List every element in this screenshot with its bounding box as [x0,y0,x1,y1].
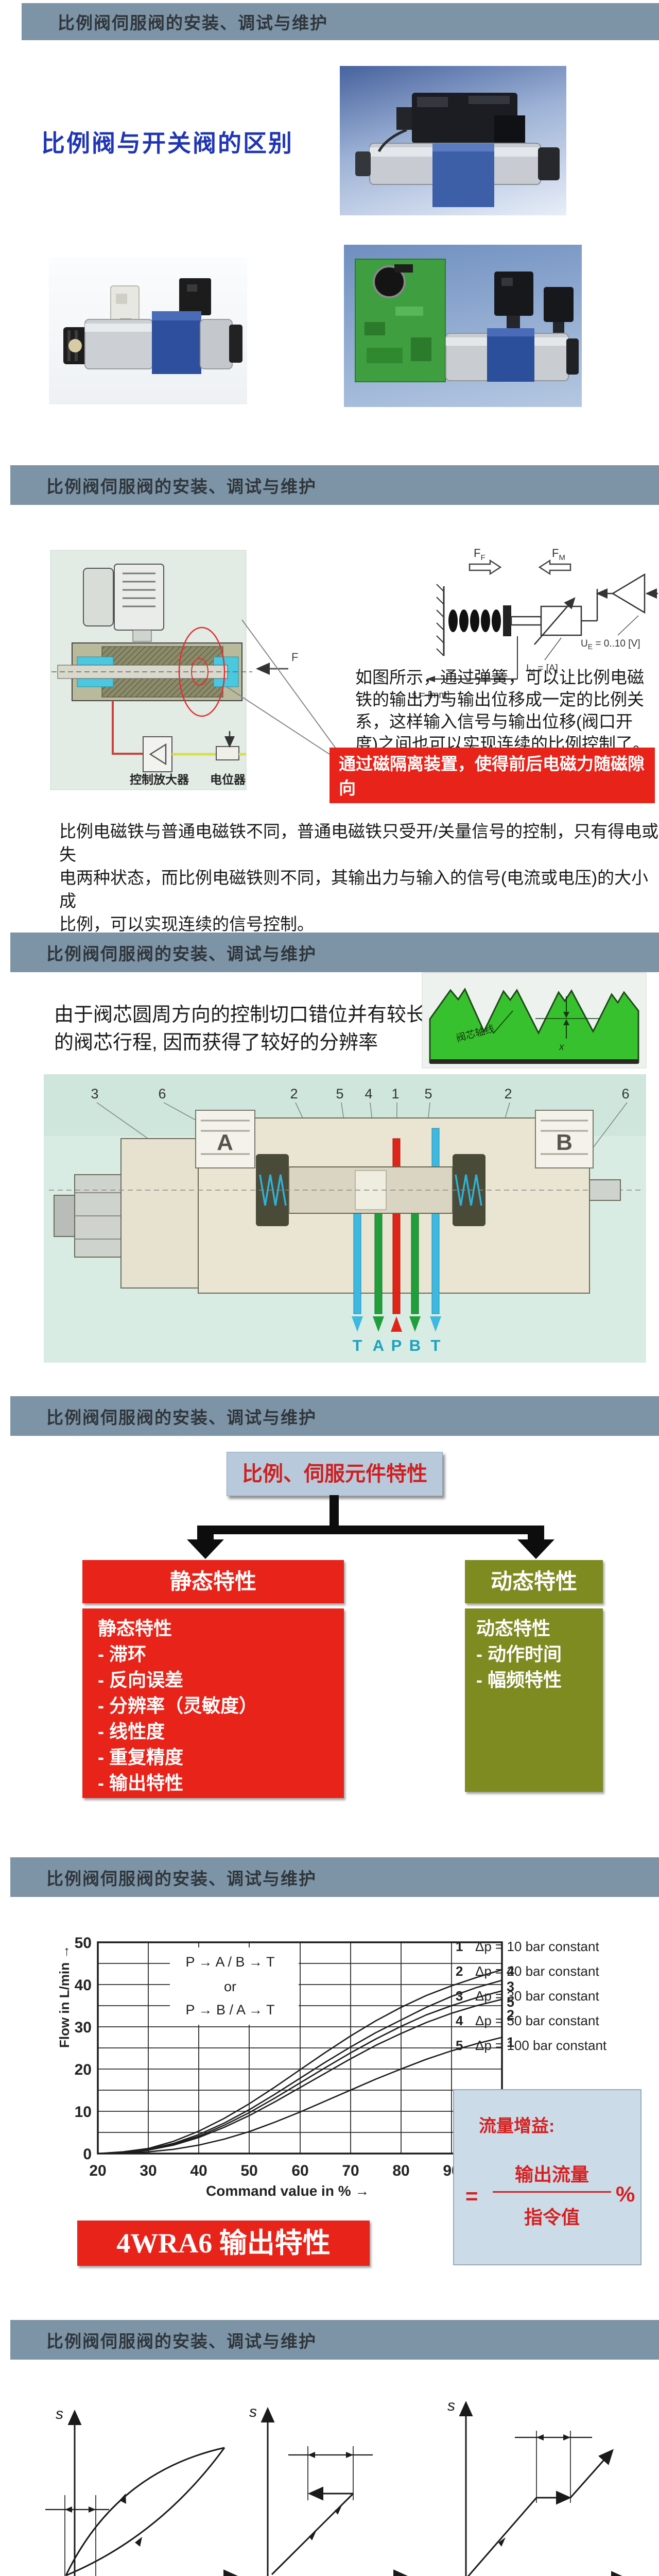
svg-text:P → A / B → T: P → A / B → T [185,1954,274,1970]
svg-text:T: T [431,1336,441,1354]
header-title: 比例阀伺服阀的安装、调试与维护 [46,1869,317,1888]
svg-text:A: A [373,1336,384,1354]
slide-4: 比例阀伺服阀的安装、调试与维护 比例、伺服元件特性 静态特性 静态特性 - 滞环… [0,1396,659,1857]
x-tick: 30 [140,2162,157,2179]
slide-title-bar: 比例阀伺服阀的安装、调试与维护 [10,933,659,972]
svg-text:5: 5 [424,1086,432,1101]
page-title: 比例阀与开关阀的区别 [41,130,293,157]
y-tick: 10 [74,2104,92,2121]
svg-text:电位器: 电位器 [210,773,246,786]
svg-text:x: x [559,1042,565,1053]
header-title: 比例阀伺服阀的安装、调试与维护 [46,1408,317,1427]
resolution-text: 由于阀芯圆周方向的控制切口错位并有较长 的阀芯行程, 因而获得了较好的分辨率 [54,1004,426,1054]
svg-text:2: 2 [290,1086,298,1101]
svg-text:s: s [249,2403,257,2420]
svg-text:B: B [409,1336,421,1354]
y-tick: 0 [83,2146,92,2163]
svg-text:FF: FF [474,547,485,562]
svg-text:P → B / A → T: P → B / A → T [185,2002,274,2018]
svg-text:B: B [556,1130,573,1155]
header-title: 比例阀伺服阀的安装、调试与维护 [46,2331,317,2351]
dynamic-title-box: 动态特性 [465,1560,603,1603]
header-title: 比例阀伺服阀的安装、调试与维护 [58,13,328,32]
header-title: 比例阀伺服阀的安装、调试与维护 [46,944,317,963]
proportional-explain-text: 如图所示，通过弹簧，可以让比例电磁 铁的输出力与输出位移成一定的比例关 系，这样… [355,668,650,753]
svg-text:A: A [217,1130,233,1155]
valve-photo-with-electronics [344,245,582,407]
y-tick: 40 [74,1977,92,1994]
svg-text:FM: FM [552,547,565,562]
y-tick: 20 [74,2061,92,2078]
y-tick: 50 [74,1935,92,1952]
valve-photo-directional [49,258,247,404]
svg-text:T: T [353,1336,362,1354]
svg-text:2: 2 [504,1086,512,1101]
slide-6: 比例阀伺服阀的安装、调试与维护 s UE [0,2320,659,2576]
x-tick: 50 [240,2162,258,2179]
y-tick: 30 [74,2019,92,2036]
dynamic-items-box: 动态特性 - 动作时间 - 幅频特性 [465,1608,603,1792]
static-title-box: 静态特性 [82,1560,344,1603]
slide-2: 比例阀伺服阀的安装、调试与维护 [0,465,659,934]
svg-text:3: 3 [91,1086,98,1101]
svg-text:s: s [447,2397,455,2414]
svg-text:6: 6 [158,1086,166,1101]
solenoid-difference-text: 比例电磁铁与普通电磁铁不同，普通电磁铁只受开/关量信号的控制，只有得电或失 电两… [59,822,659,934]
x-tick: 60 [291,2162,309,2179]
svg-text:s: s [56,2405,63,2422]
x-tick: 70 [342,2162,359,2179]
slide-title-bar: 比例阀伺服阀的安装、调试与维护 [22,3,659,40]
slide-title-bar: 比例阀伺服阀的安装、调试与维护 [10,465,659,505]
svg-text:4: 4 [365,1086,372,1101]
svg-text:or: or [224,1979,236,1994]
slide-title-bar: 比例阀伺服阀的安装、调试与维护 [10,1396,659,1436]
flowchart-root-box: 比例、伺服元件特性 [227,1452,443,1496]
svg-text:6: 6 [621,1086,629,1101]
magnetic-isolation-banner: 通过磁隔离装置，使得前后电磁力随磁隙向 相反方向变化，合成的力不变。 [330,748,655,822]
svg-text:控制放大器: 控制放大器 [130,773,189,786]
slide-title-bar: 比例阀伺服阀的安装、调试与维护 [10,2320,659,2360]
slide-3: 比例阀伺服阀的安装、调试与维护 由于阀芯圆周方向的控制切口错位并有较长 的阀芯行… [0,933,659,1396]
svg-text:F: F [291,651,298,664]
slide-1: 比例阀伺服阀的安装、调试与维护 比例阀与开关阀的区别 [0,0,659,465]
svg-text:P: P [391,1336,402,1354]
x-tick: 40 [190,2162,207,2179]
svg-text:5: 5 [336,1086,343,1101]
y-axis-label: Flow in L/min → [57,1945,72,2048]
static-items-box: 静态特性 - 滞环 - 反向误差 - 分辨率（灵敏度） - 线性度 - 重复精度… [82,1608,344,1798]
output-characteristic-label: 4WRA6 输出特性 [77,2221,370,2266]
slide-5: 比例阀伺服阀的安装、调试与维护 P → A / B → T or P → B /… [0,1857,659,2320]
svg-text:阀芯轴线: 阀芯轴线 [455,1023,496,1044]
x-tick: 80 [392,2162,410,2179]
valve-photo-proportional [340,66,566,215]
flow-gain-box: 流量增益: = 输出流量 指令值 % [453,2089,641,2265]
svg-text:1: 1 [391,1086,399,1101]
header-title: 比例阀伺服阀的安装、调试与维护 [46,477,317,496]
x-tick: 20 [89,2162,107,2179]
x-axis-label: Command value in % → [206,2183,370,2199]
fraction-bar [493,2191,611,2193]
slide-title-bar: 比例阀伺服阀的安装、调试与维护 [10,1857,659,1897]
svg-text:UE = 0..10 [V]: UE = 0..10 [V] [581,638,640,651]
